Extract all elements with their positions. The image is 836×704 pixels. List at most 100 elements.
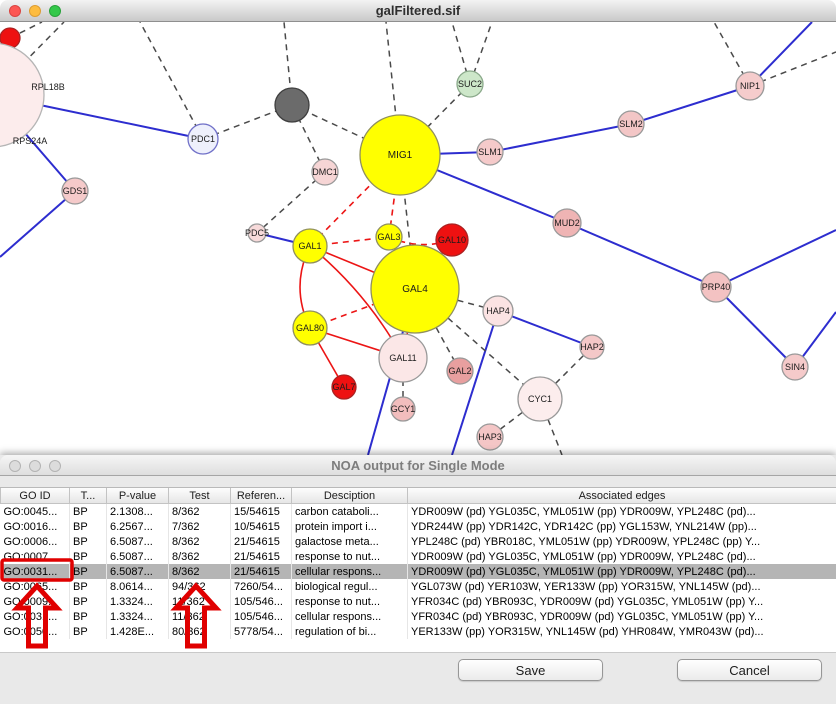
table-cell: protein import i... xyxy=(291,519,408,534)
close-icon[interactable] xyxy=(9,460,21,472)
close-icon[interactable] xyxy=(9,5,21,17)
graph-node-label: PDC1 xyxy=(191,134,215,144)
network-graph[interactable]: GDS1PDC1DMC1MIG1SUC2SLM1SLM2NIP1PDC5GAL1… xyxy=(0,22,836,455)
graph-edge-blue[interactable] xyxy=(630,85,751,125)
graph-node-GCY1[interactable] xyxy=(390,396,416,422)
table-cell: 11/362 xyxy=(168,609,231,624)
table-cell: 10/54615 xyxy=(230,519,292,534)
graph-node-MUD2[interactable] xyxy=(552,208,582,238)
graph-node-HAP3[interactable] xyxy=(476,423,504,451)
graph-node-grayNode[interactable] xyxy=(274,87,310,123)
graph-node-PDC5[interactable] xyxy=(247,223,267,243)
column-header[interactable]: GO ID xyxy=(0,488,70,504)
table-cell: YDR009W (pd) YGL035C, YML051W (pp) YDR00… xyxy=(407,564,836,579)
graph-edge-dash[interactable] xyxy=(256,171,326,234)
graph-edge-dash[interactable] xyxy=(139,22,204,140)
table-cell: 2.1308... xyxy=(106,503,169,519)
zoom-icon[interactable] xyxy=(49,460,61,472)
column-header[interactable]: Desciption xyxy=(291,488,408,504)
table-cell: regulation of bi... xyxy=(291,624,408,639)
zoom-icon[interactable] xyxy=(49,5,61,17)
graph-edge-blue[interactable] xyxy=(489,123,632,153)
graph-edge-dash[interactable] xyxy=(749,51,836,87)
save-button[interactable]: Save xyxy=(458,659,603,681)
table-cell: GO:0050... xyxy=(0,624,70,639)
graph-node-SLM2[interactable] xyxy=(617,110,645,138)
graph-edge-blue[interactable] xyxy=(0,190,76,258)
column-header[interactable]: Associated edges xyxy=(407,488,836,504)
graph-node-label: NIP1 xyxy=(740,81,760,91)
network-window-titlebar[interactable]: galFiltered.sif xyxy=(0,0,836,22)
table-cell: YFR034C (pd) YBR093C, YDR009W (pd) YGL03… xyxy=(407,594,836,609)
column-header[interactable]: P-value xyxy=(106,488,169,504)
graph-node-GAL3[interactable] xyxy=(375,223,403,251)
table-cell: BP xyxy=(69,549,107,564)
graph-node-PRP40[interactable] xyxy=(700,271,732,303)
column-header[interactable]: Test xyxy=(168,488,231,504)
graph-node-label: PDC5 xyxy=(245,228,269,238)
graph-node-label: CYC1 xyxy=(528,394,552,404)
graph-node-SUC2[interactable] xyxy=(456,70,484,98)
table-cell: cellular respons... xyxy=(291,564,408,579)
minimize-icon[interactable] xyxy=(29,5,41,17)
table-cell: BP xyxy=(69,624,107,639)
table-cell: 6.5087... xyxy=(106,549,169,564)
graph-node-SLM1[interactable] xyxy=(476,138,504,166)
table-cell: 21/54615 xyxy=(230,549,292,564)
graph-node-GAL80[interactable] xyxy=(292,310,328,346)
graph-node-label: MIG1 xyxy=(388,150,413,161)
graph-node-DMC1[interactable] xyxy=(311,158,339,186)
minimize-icon[interactable] xyxy=(29,460,41,472)
graph-node-SIN4[interactable] xyxy=(781,353,809,381)
graph-edge-blue[interactable] xyxy=(497,310,593,348)
graph-edge-dash[interactable] xyxy=(399,83,471,156)
graph-node-label: HAP3 xyxy=(478,432,502,442)
graph-node-label: PRP40 xyxy=(702,282,731,292)
graph-node-GAL2[interactable] xyxy=(446,357,474,385)
table-cell: 7/362 xyxy=(168,519,231,534)
graph-edge-blue[interactable] xyxy=(451,310,499,455)
graph-node-HAP4[interactable] xyxy=(482,295,514,327)
graph-edge-blue[interactable] xyxy=(566,222,717,288)
graph-node-GAL1[interactable] xyxy=(292,228,328,264)
table-cell: 1.3324... xyxy=(106,594,169,609)
table-cell: YFR034C (pd) YBR093C, YDR009W (pd) YGL03… xyxy=(407,609,836,624)
graph-edge-blue[interactable] xyxy=(715,229,836,288)
graph-node-GAL10[interactable] xyxy=(435,223,469,257)
noa-window-titlebar[interactable]: NOA output for Single Mode xyxy=(0,455,836,476)
graph-edge-blue[interactable] xyxy=(715,286,796,368)
graph-node-GAL7[interactable] xyxy=(331,374,357,400)
graph-node-HAP2[interactable] xyxy=(579,334,605,360)
cancel-button[interactable]: Cancel xyxy=(677,659,822,681)
graph-node-bigLeft[interactable] xyxy=(0,42,45,148)
graph-node-GDS1[interactable] xyxy=(61,177,89,205)
table-cell: galactose meta... xyxy=(291,534,408,549)
table-cell: 94/362 xyxy=(168,579,231,594)
graph-node-label: HAP2 xyxy=(580,342,604,352)
table-cell: BP xyxy=(69,564,107,579)
graph-node-GAL4[interactable] xyxy=(370,244,460,334)
graph-node-MIG1[interactable] xyxy=(359,114,441,196)
table-cell: 8/362 xyxy=(168,503,231,519)
column-header[interactable]: Referen... xyxy=(230,488,292,504)
graph-node-PDC1[interactable] xyxy=(187,123,219,155)
graph-edge-blue[interactable] xyxy=(749,22,813,87)
graph-node-GAL11[interactable] xyxy=(378,333,428,383)
column-header[interactable]: T... xyxy=(69,488,107,504)
graph-node-CYC1[interactable] xyxy=(517,376,563,422)
graph-node-label: GCY1 xyxy=(391,404,416,414)
graph-node-NIP1[interactable] xyxy=(735,71,765,101)
table-cell: 21/54615 xyxy=(230,534,292,549)
